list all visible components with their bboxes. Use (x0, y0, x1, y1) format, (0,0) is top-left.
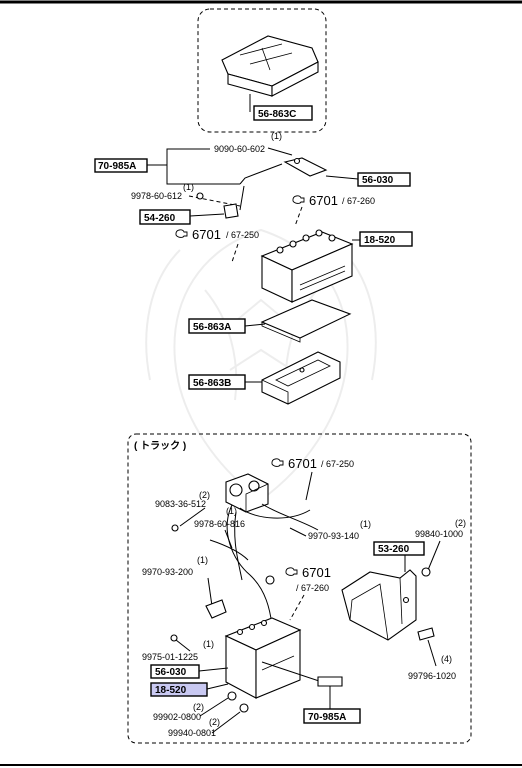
part-number-99902-0800: 99902-0800 (153, 712, 201, 722)
ref-sub: / 67-260 (342, 196, 375, 206)
reference-6701-67-260-top: 6701 / 67-260 (292, 193, 375, 208)
battery-tray-pad (260, 299, 352, 343)
code-box-70-985a-top: 70-985A (98, 161, 136, 172)
ref-number: 6701 (309, 193, 338, 208)
part-number-9978-60-612: 9978-60-612 (131, 191, 182, 201)
ref-number: 6701 (192, 227, 221, 242)
ref-sub: / 67-260 (296, 583, 329, 593)
battery-clamp (239, 157, 328, 211)
part-number-99796-1020: 99796-1020 (408, 671, 456, 681)
code-box-56-030-bottom: 56-030 (155, 667, 187, 678)
qty-9083-36-512: (2) (199, 490, 210, 500)
code-box-18-520-bottom[interactable]: 18-520 (155, 685, 187, 696)
code-box-56-863c: 56-863C (258, 109, 296, 120)
truck-battery (224, 617, 302, 699)
part-number-99940-0801: 99940-0801 (168, 728, 216, 738)
section-label: ( トラック ) (134, 440, 186, 452)
highlighted-code-box[interactable] (150, 682, 208, 697)
battery-cover (221, 35, 319, 97)
battery-cables (209, 503, 319, 626)
code-box-56-863b: 56-863B (193, 378, 231, 389)
code-box-56-863a: 56-863A (193, 322, 231, 333)
code-box-54-260: 54-260 (144, 213, 176, 224)
qty-9975-01-1225: (1) (203, 639, 214, 649)
qty-9090-60-602: (1) (271, 131, 282, 141)
cover-group-frame (197, 8, 327, 133)
qty-99902-0800: (2) (193, 702, 204, 712)
part-number-9978-60-816: 9978-60-816 (194, 519, 245, 529)
part-number-9090-60-602: 9090-60-602 (214, 144, 265, 154)
reference-6701-67-250-top: 6701 / 67-250 (175, 227, 259, 242)
hold-down-rod (261, 661, 343, 687)
part-number-9970-93-140: 9970-93-140 (308, 531, 359, 541)
qty-9978-60-612: (1) (183, 182, 194, 192)
code-box-53-260: 53-260 (378, 544, 410, 555)
qty-9970-93-140: (1) (360, 519, 371, 529)
battery (260, 229, 354, 303)
qty-99940-0801: (2) (209, 717, 220, 727)
reference-6701-67-250-bottom: 6701 / 67-250 (271, 456, 354, 471)
code-box-18-520-top: 18-520 (364, 235, 396, 246)
truck-section-frame (127, 433, 472, 744)
starter-motor (225, 473, 269, 513)
battery-bracket (341, 569, 417, 641)
ref-sub: / 67-250 (321, 459, 354, 469)
part-number-99840-1000: 99840-1000 (415, 529, 463, 539)
reference-6701-67-260-bottom: 6701 / 67-260 (285, 565, 331, 593)
qty-99796-1020: (4) (441, 654, 452, 664)
battery-tray (261, 351, 341, 405)
qty-99840-1000: (2) (455, 518, 466, 528)
part-number-9975-01-1225: 9975-01-1225 (142, 652, 198, 662)
ref-sub: / 67-250 (226, 230, 259, 240)
qty-9970-93-200: (1) (197, 555, 208, 565)
ref-number: 6701 (288, 456, 317, 471)
code-box-70-985a-bottom: 70-985A (308, 712, 346, 723)
part-number-9083-36-512: 9083-36-512 (155, 499, 206, 509)
part-number-9970-93-200: 9970-93-200 (142, 567, 193, 577)
qty-9978-60-816: (1) (226, 506, 237, 516)
ref-number: 6701 (302, 565, 331, 580)
code-box-56-030-top: 56-030 (362, 175, 394, 186)
